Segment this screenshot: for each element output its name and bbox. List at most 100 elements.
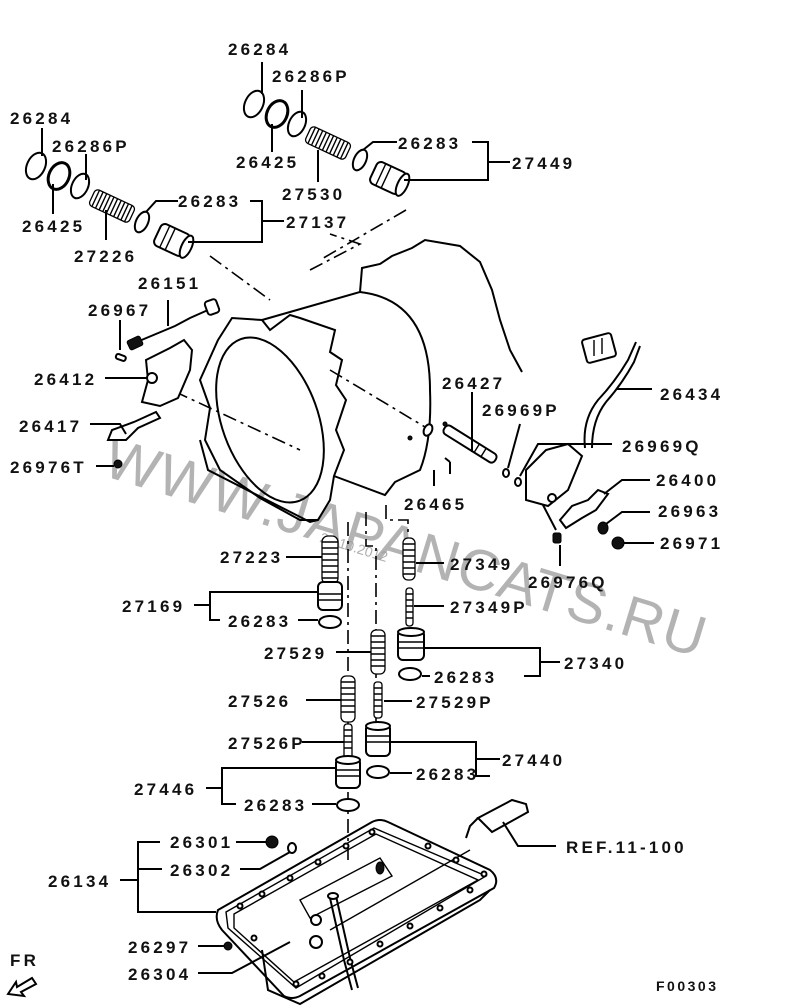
- label-26286p-top: 26286P: [272, 67, 350, 86]
- label-27349: 27349: [450, 555, 513, 574]
- label-26297: 26297: [128, 938, 191, 957]
- washer-26963[interactable]: [597, 521, 609, 535]
- label-26286p-left: 26286P: [52, 137, 130, 156]
- label-26963: 26963: [658, 502, 721, 521]
- pan-fasteners: [120, 835, 297, 974]
- label-27169: 27169: [122, 597, 185, 616]
- spring-27526[interactable]: [340, 675, 356, 723]
- label-27446: 27446: [134, 780, 197, 799]
- spring-27530[interactable]: [304, 126, 352, 161]
- plunger-27340[interactable]: [397, 627, 425, 661]
- magnet: [375, 861, 385, 875]
- label-26969p: 26969P: [482, 401, 560, 420]
- label-26967: 26967: [88, 301, 151, 320]
- harness-26151[interactable]: [131, 309, 209, 345]
- spring-27349p[interactable]: [405, 587, 414, 627]
- bolt-26976t[interactable]: [113, 459, 123, 469]
- plunger-27169[interactable]: [317, 581, 343, 611]
- piston-26425-b[interactable]: [44, 159, 74, 193]
- sensor-assembly-left: [90, 298, 221, 469]
- oil-pipe-26304[interactable]: [329, 895, 359, 991]
- label-26465: 26465: [404, 495, 467, 514]
- valve-stack: [194, 505, 560, 860]
- transmission-case: [149, 209, 523, 524]
- lever-26400[interactable]: [558, 488, 610, 530]
- label-27526: 27526: [228, 692, 291, 711]
- label-26151: 26151: [138, 274, 201, 293]
- bolt-26976q[interactable]: [552, 532, 562, 544]
- label-26969q: 26969Q: [622, 437, 702, 456]
- label-26417: 26417: [19, 417, 82, 436]
- reference-label[interactable]: REF.11-100: [566, 838, 687, 857]
- label-26302: 26302: [170, 861, 233, 880]
- o-ring-26969p[interactable]: [502, 468, 510, 478]
- label-27226: 27226: [74, 247, 137, 266]
- diagram-code: F00303: [656, 978, 718, 994]
- label-26976t: 26976T: [10, 458, 87, 477]
- label-27349p: 27349P: [450, 598, 528, 617]
- front-arrow-icon: [6, 976, 38, 998]
- label-27529: 27529: [264, 644, 327, 663]
- bolt-26297[interactable]: [223, 941, 233, 951]
- accumulator-27137-group: [22, 128, 284, 259]
- label-27529p: 27529P: [416, 693, 494, 712]
- o-ring-26283-e[interactable]: [366, 765, 390, 779]
- plunger-27446[interactable]: [335, 755, 361, 789]
- switch-26412[interactable]: [140, 338, 194, 408]
- spring-27529p[interactable]: [373, 681, 383, 719]
- label-26976q: 26976Q: [528, 573, 608, 592]
- nut-26971[interactable]: [611, 536, 625, 550]
- sealant-tube[interactable]: [465, 798, 556, 847]
- label-26283-e: 26283: [416, 765, 479, 784]
- switch-26400-body[interactable]: [525, 442, 584, 508]
- oil-pan-26134[interactable]: [215, 819, 498, 1006]
- label-26400: 26400: [656, 471, 719, 490]
- snap-ring-26284-b[interactable]: [22, 150, 50, 183]
- label-26283-top: 26283: [398, 134, 461, 153]
- label-26283-c: 26283: [228, 612, 291, 631]
- label-26304: 26304: [128, 965, 191, 984]
- drain-plug-26301[interactable]: [265, 835, 279, 849]
- label-26284-top: 26284: [228, 40, 291, 59]
- o-ring-26283-c[interactable]: [318, 615, 342, 629]
- bracket-26417[interactable]: [106, 410, 162, 441]
- label-26283-left: 26283: [178, 192, 241, 211]
- shaft-26427[interactable]: [442, 424, 498, 464]
- label-27526p: 27526P: [228, 734, 306, 753]
- label-26283-f: 26283: [244, 796, 307, 815]
- label-26427: 26427: [442, 374, 505, 393]
- label-27223: 27223: [220, 548, 283, 567]
- spring-27526p[interactable]: [343, 723, 353, 759]
- pan-bolt-holes: [236, 828, 488, 988]
- spring-27349[interactable]: [402, 537, 416, 581]
- plunger-27440[interactable]: [365, 721, 391, 757]
- label-27449: 27449: [512, 154, 575, 173]
- o-ring-26969q[interactable]: [514, 477, 522, 487]
- accumulator-27449-group: [240, 62, 510, 197]
- label-26412: 26412: [34, 370, 97, 389]
- spring-27223[interactable]: [321, 535, 339, 585]
- label-26425-left: 26425: [22, 217, 85, 236]
- o-ring-26283-d[interactable]: [398, 667, 422, 681]
- label-27530: 27530: [282, 185, 345, 204]
- direction-label: FR: [10, 951, 39, 970]
- label-27137: 27137: [286, 213, 349, 232]
- label-26971: 26971: [660, 534, 723, 553]
- label-26283-d: 26283: [434, 668, 497, 687]
- label-26301: 26301: [170, 833, 233, 852]
- o-ring-26283-a[interactable]: [350, 147, 370, 172]
- label-26284-left: 26284: [10, 109, 73, 128]
- label-27440: 27440: [502, 751, 565, 770]
- spring-27529[interactable]: [370, 629, 386, 675]
- o-ring-26283-b[interactable]: [132, 209, 152, 234]
- pin-26967[interactable]: [114, 352, 127, 362]
- label-26434: 26434: [660, 385, 723, 404]
- snap-ring-26284[interactable]: [240, 88, 268, 121]
- label-26425-top: 26425: [236, 153, 299, 172]
- spring-27226[interactable]: [88, 189, 136, 224]
- label-27340: 27340: [564, 654, 627, 673]
- gasket-26302[interactable]: [287, 842, 297, 854]
- o-ring-26283-f[interactable]: [336, 798, 360, 812]
- harness-26434[interactable]: [583, 341, 641, 449]
